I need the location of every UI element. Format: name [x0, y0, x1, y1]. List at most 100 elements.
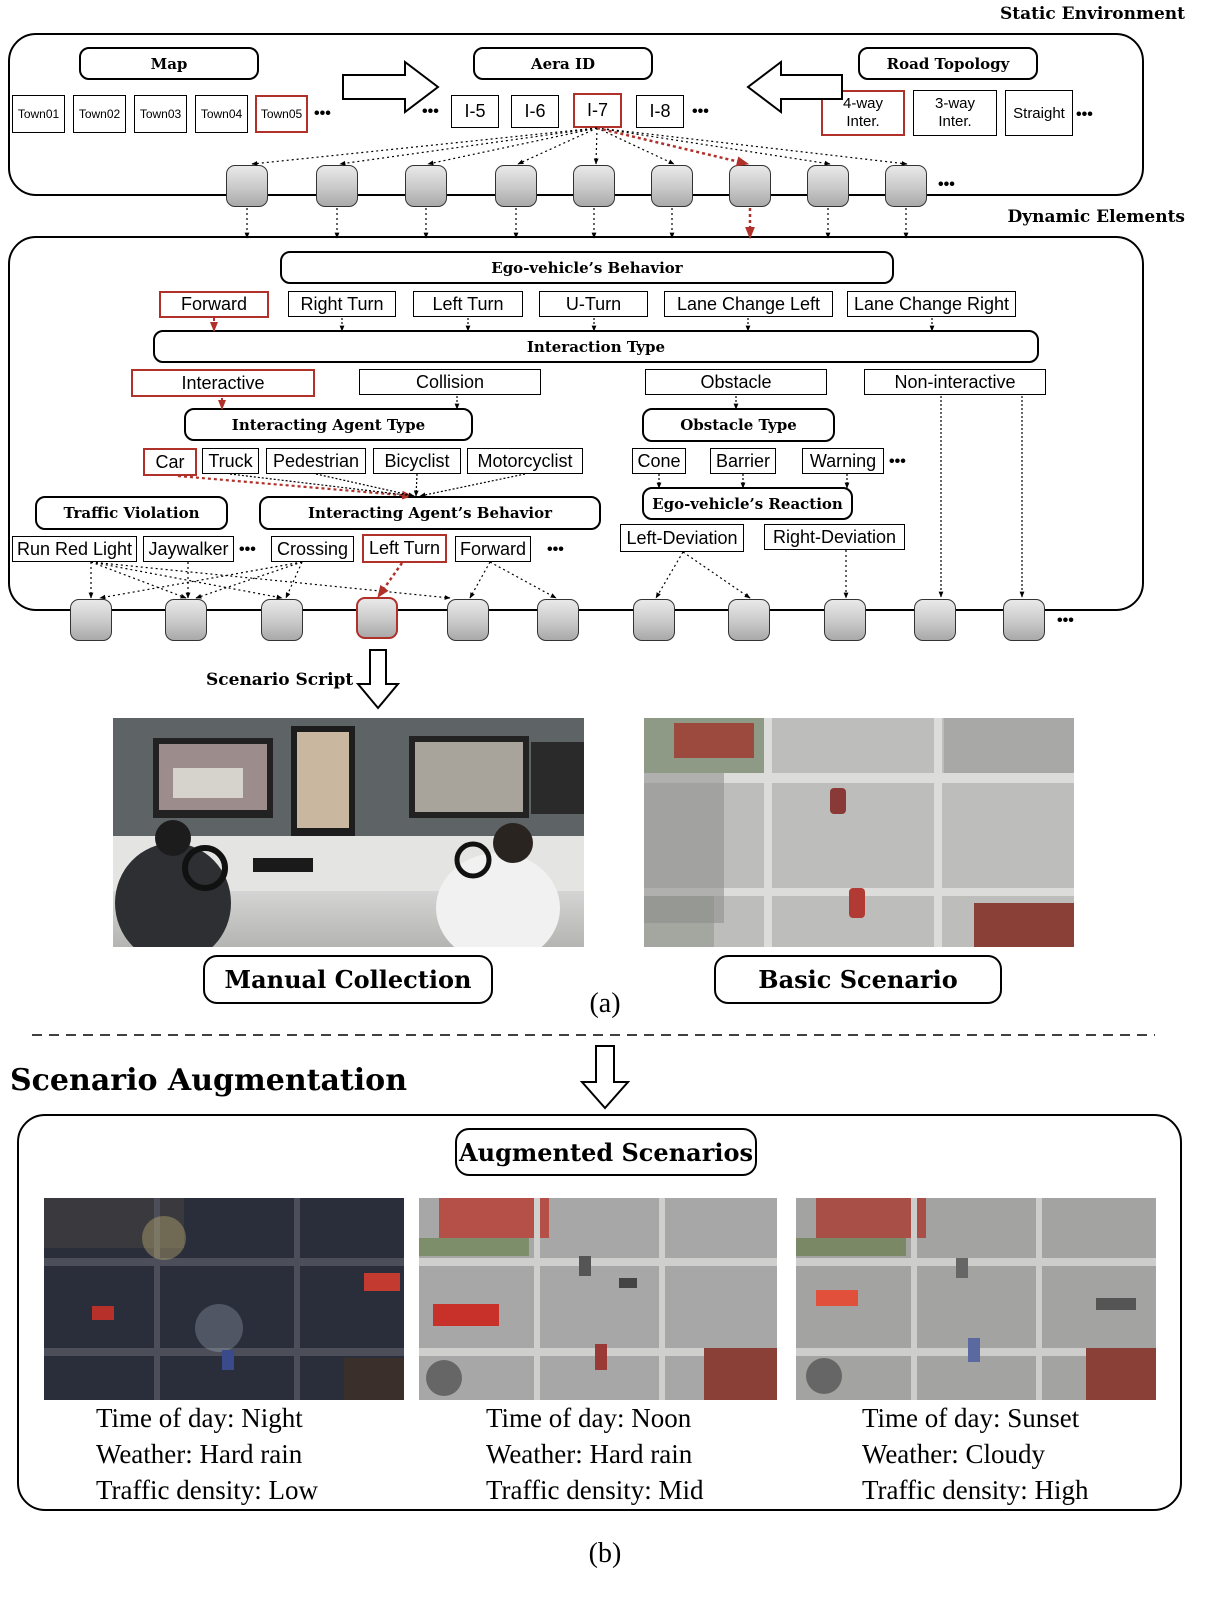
ego-item-right-turn[interactable]: Right Turn: [288, 291, 396, 317]
obstacle-type-more: •••: [889, 453, 906, 470]
ego-item-lane-change-left[interactable]: Lane Change Left: [664, 291, 833, 317]
static-fan-lines: [251, 127, 908, 166]
scenario-noon-text: Time of day: Noon Weather: Hard rain Tra…: [486, 1400, 704, 1508]
agent-type-pedestrian[interactable]: Pedestrian: [266, 448, 366, 474]
noon-scene-illustration: [419, 1198, 777, 1400]
obstacle-type-header: Obstacle Type: [642, 408, 835, 442]
area-more-right: •••: [692, 103, 709, 120]
agent-behavior-header: Interacting Agent’s Behavior: [259, 496, 601, 530]
static-node-6[interactable]: [651, 165, 693, 207]
violation-run-red-light[interactable]: Run Red Light: [12, 536, 137, 562]
ego-reaction-header: Ego-vehicle’s Reaction: [642, 487, 853, 520]
area-more-left: •••: [422, 103, 439, 120]
augmentation-panel: [17, 1114, 1182, 1511]
manual-collection-illustration: [113, 718, 584, 947]
static-node-drops: [244, 208, 909, 239]
dynamic-nodes-more: •••: [1057, 612, 1074, 629]
interaction-item-collision[interactable]: Collision: [359, 369, 541, 395]
behavior-crossing[interactable]: Crossing: [271, 536, 354, 562]
interaction-item-obstacle[interactable]: Obstacle: [645, 369, 827, 395]
reaction-right-deviation[interactable]: Right-Deviation: [764, 524, 905, 550]
ego-item-lane-change-right[interactable]: Lane Change Right: [847, 291, 1016, 317]
scenario-night-density: Traffic density: Low: [96, 1475, 318, 1505]
basic-scenario-illustration: [644, 718, 1074, 947]
obstacle-type-warning[interactable]: Warning: [802, 448, 884, 474]
ego-item-u-turn[interactable]: U-Turn: [539, 291, 648, 317]
map-to-area-arrow: [342, 59, 440, 115]
map-item-town03[interactable]: Town03: [134, 95, 187, 133]
manual-collection-button[interactable]: Manual Collection: [203, 955, 493, 1004]
behavior-fan-lines: [88, 550, 849, 600]
topology-item-3way[interactable]: 3-way Inter.: [913, 90, 997, 136]
basic-scenario-image: [644, 718, 1074, 947]
static-node-3[interactable]: [405, 165, 447, 207]
agent-type-bicyclist[interactable]: Bicyclist: [373, 448, 461, 474]
static-node-4[interactable]: [495, 165, 537, 207]
dynamic-node-8[interactable]: [728, 599, 770, 641]
traffic-violation-header: Traffic Violation: [35, 496, 228, 530]
static-node-7[interactable]: [729, 165, 771, 207]
basic-scenario-button[interactable]: Basic Scenario: [714, 955, 1002, 1004]
map-item-town05[interactable]: Town05: [255, 95, 308, 133]
map-more-ellipsis: •••: [314, 105, 331, 122]
reaction-left-deviation[interactable]: Left-Deviation: [620, 524, 744, 552]
ego-item-left-turn[interactable]: Left Turn: [413, 291, 523, 317]
area-item-i5[interactable]: I-5: [451, 95, 499, 128]
augmentation-title: Scenario Augmentation: [10, 1063, 408, 1098]
map-item-town04[interactable]: Town04: [195, 95, 248, 133]
scenario-sunset-weather: Weather: Cloudy: [862, 1439, 1046, 1469]
scenario-night-text: Time of day: Night Weather: Hard rain Tr…: [96, 1400, 318, 1508]
selected-static-fan-line: [596, 126, 750, 167]
dynamic-node-5[interactable]: [447, 599, 489, 641]
topology-item-straight[interactable]: Straight: [1005, 90, 1073, 136]
dynamic-node-7[interactable]: [633, 599, 675, 641]
violation-jaywalker[interactable]: Jaywalker: [143, 536, 234, 562]
augmentation-arrow: [579, 1045, 631, 1110]
scenario-noon-time: Time of day: Noon: [486, 1403, 692, 1433]
selected-behavior-line: [376, 562, 404, 599]
ego-behavior-header: Ego-vehicle’s Behavior: [280, 251, 894, 284]
dynamic-node-1[interactable]: [70, 599, 112, 641]
scenario-night-time: Time of day: Night: [96, 1403, 303, 1433]
interaction-type-header: Interaction Type: [153, 330, 1039, 363]
sunset-scene-illustration: [796, 1198, 1156, 1400]
agent-type-motorcyclist[interactable]: Motorcyclist: [467, 448, 583, 474]
static-node-8[interactable]: [807, 165, 849, 207]
static-node-1[interactable]: [226, 165, 268, 207]
dynamic-node-9[interactable]: [824, 599, 866, 641]
static-node-5[interactable]: [573, 165, 615, 207]
interaction-item-non-interactive[interactable]: Non-interactive: [864, 369, 1046, 395]
map-item-town02[interactable]: Town02: [73, 95, 126, 133]
scenario-noon-image: [419, 1198, 777, 1400]
area-id-header: Aera ID: [473, 47, 653, 80]
dynamic-node-10[interactable]: [914, 599, 956, 641]
agent-type-car[interactable]: Car: [143, 448, 197, 476]
static-node-2[interactable]: [316, 165, 358, 207]
area-item-i8[interactable]: I-8: [636, 95, 684, 128]
dynamic-node-6[interactable]: [537, 599, 579, 641]
obstacle-type-cone[interactable]: Cone: [632, 448, 686, 474]
area-item-i6[interactable]: I-6: [511, 95, 559, 128]
dynamic-node-4[interactable]: [356, 597, 398, 639]
obstacle-type-barrier[interactable]: Barrier: [710, 448, 776, 474]
augmented-scenarios-header: Augmented Scenarios: [455, 1128, 757, 1176]
interaction-item-interactive[interactable]: Interactive: [131, 369, 315, 397]
dynamic-node-3[interactable]: [261, 599, 303, 641]
scenario-script-arrow: [355, 649, 401, 710]
dynamic-node-11[interactable]: [1003, 599, 1045, 641]
topology-to-area-arrow: [746, 59, 843, 115]
map-item-town01[interactable]: Town01: [12, 95, 65, 133]
caption-b: (b): [588, 1538, 622, 1569]
topology-more-ellipsis: •••: [1076, 106, 1093, 123]
scenario-sunset-time: Time of day: Sunset: [862, 1403, 1080, 1433]
violation-more: •••: [239, 541, 256, 558]
behavior-left-turn[interactable]: Left Turn: [362, 534, 447, 563]
topology-item-4way[interactable]: 4-way Inter.: [821, 90, 905, 136]
dynamic-node-2[interactable]: [165, 599, 207, 641]
behavior-forward[interactable]: Forward: [455, 536, 531, 562]
scenario-night-image: [44, 1198, 404, 1400]
scenario-sunset-text: Time of day: Sunset Weather: Cloudy Traf…: [862, 1400, 1089, 1508]
ego-item-forward[interactable]: Forward: [159, 291, 269, 318]
static-environment-title: Static Environment: [999, 4, 1185, 24]
